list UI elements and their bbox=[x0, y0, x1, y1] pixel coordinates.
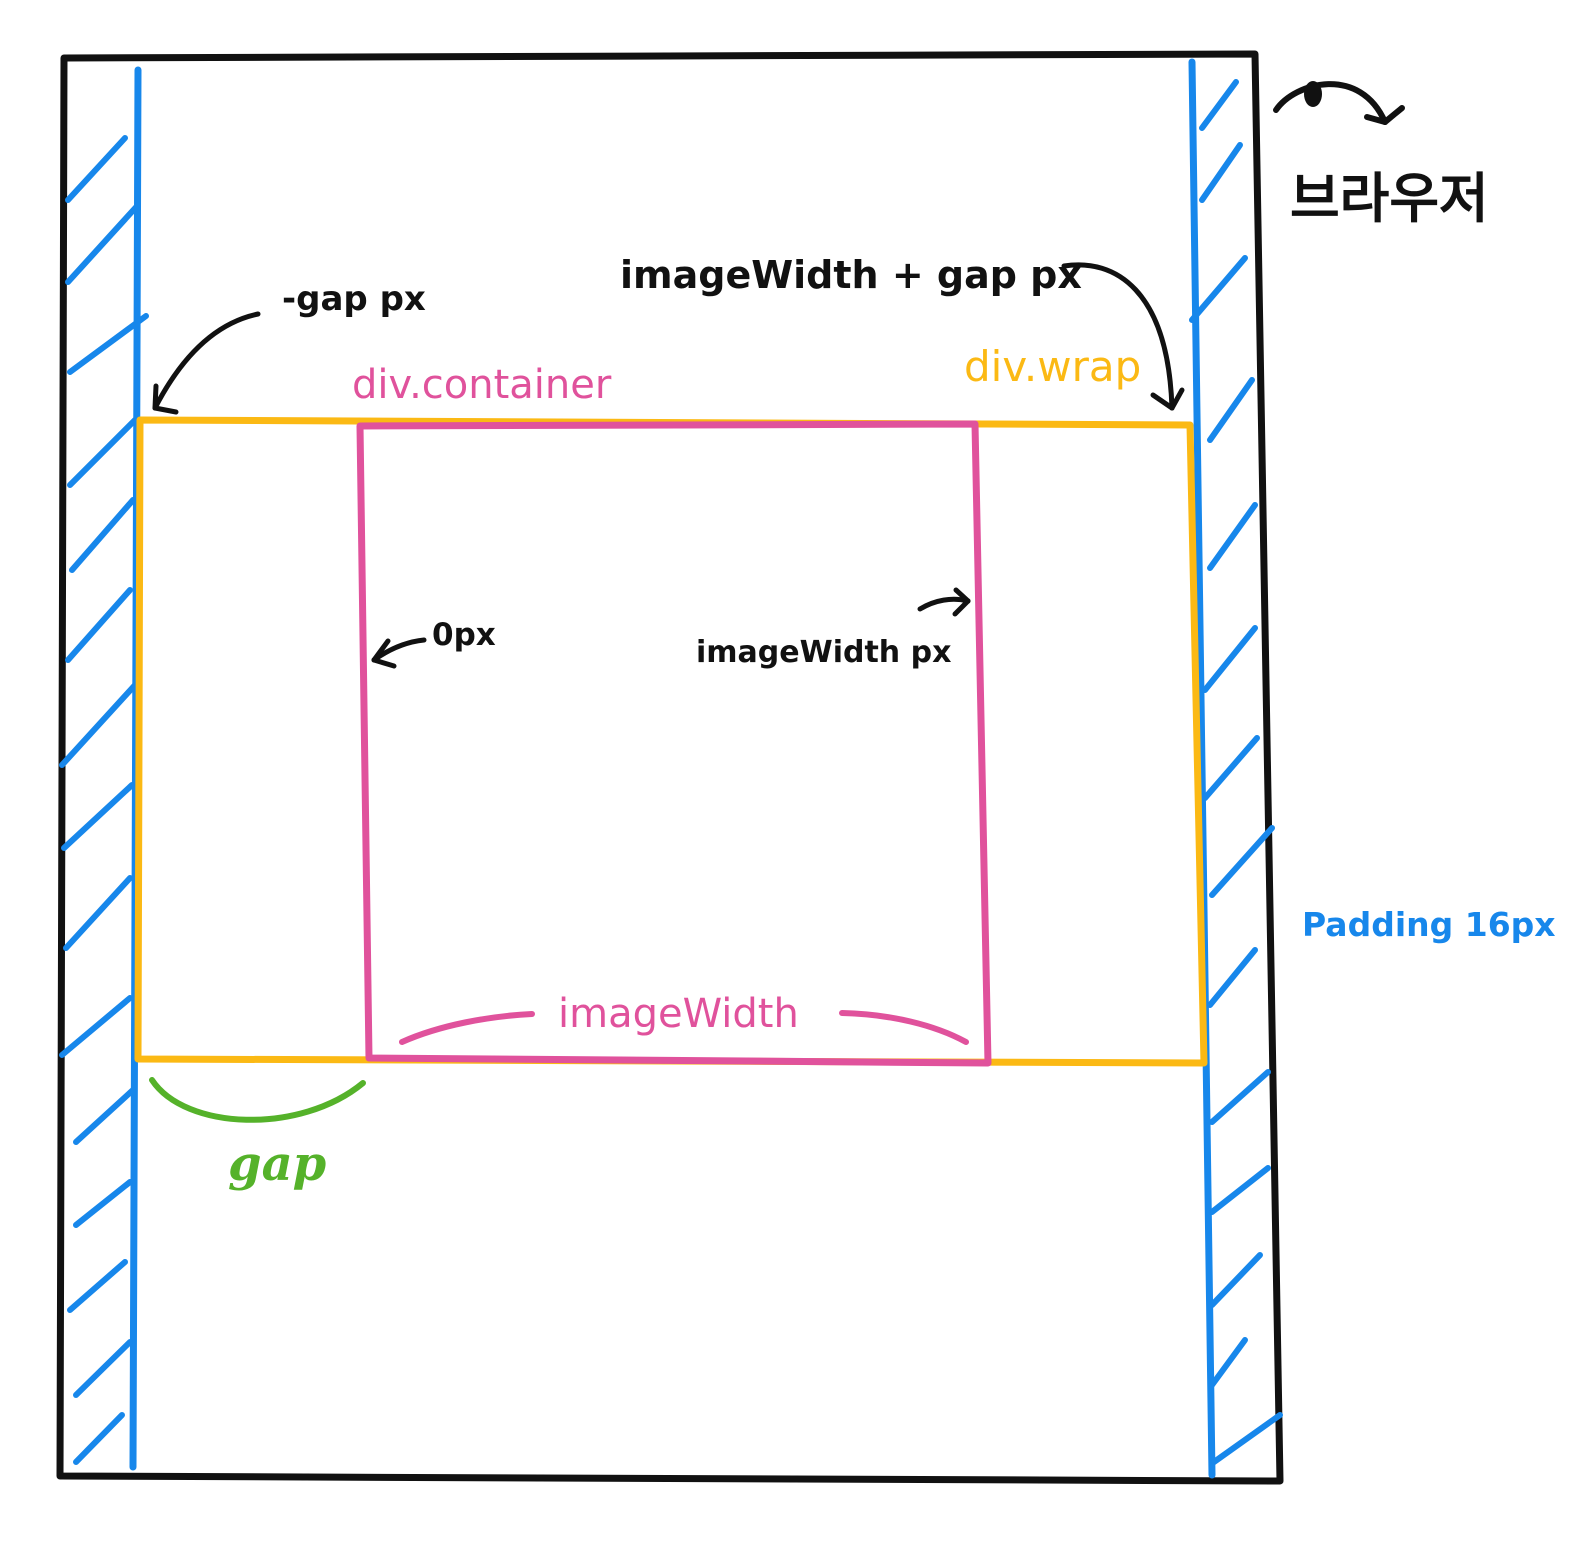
right-padding-line bbox=[1188, 58, 1216, 1479]
image-width-plus-gap-label: imageWidth + gap px bbox=[620, 253, 1082, 297]
gap-brace bbox=[149, 1077, 366, 1123]
neg-gap-arrow bbox=[152, 311, 261, 415]
image-width-px-label: imageWidth px bbox=[696, 635, 952, 670]
zero-px-label: 0px bbox=[432, 617, 496, 653]
left-padding-hatching bbox=[59, 135, 149, 1465]
gap-label: gap bbox=[228, 1136, 327, 1192]
browser-label: 브라우저 bbox=[1290, 167, 1489, 230]
zero-px-arrow bbox=[371, 637, 427, 669]
image-width-brace-left bbox=[399, 1011, 535, 1045]
browser-arrow bbox=[1273, 81, 1405, 125]
wrap-label: div.wrap bbox=[964, 342, 1142, 391]
browser-frame bbox=[56, 50, 1284, 1485]
wrap-box bbox=[134, 416, 1208, 1067]
image-width-label: imageWidth bbox=[558, 991, 799, 1037]
right-padding-hatching bbox=[1189, 79, 1283, 1465]
image-width-plus-gap-arrow bbox=[1061, 262, 1185, 411]
padding-label: Padding 16px bbox=[1302, 905, 1556, 944]
container-box bbox=[356, 420, 992, 1067]
image-width-px-arrow bbox=[917, 587, 971, 617]
container-label: div.container bbox=[352, 362, 612, 408]
image-width-brace-right bbox=[839, 1010, 969, 1045]
neg-gap-label: -gap px bbox=[282, 279, 426, 319]
